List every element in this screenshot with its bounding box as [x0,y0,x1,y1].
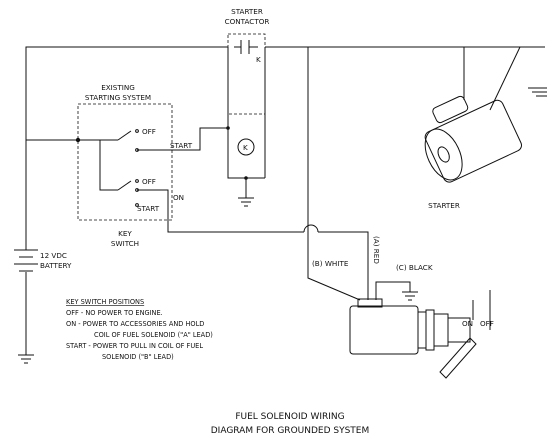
diagram-caption: DIAGRAM FOR GROUNDED SYSTEM [211,426,370,436]
note-line: SOLENOID ("B" LEAD) [102,353,174,361]
key-switch-label: SWITCH [111,239,139,248]
svg-text:BATTERY: BATTERY [40,261,72,270]
junction-dot [75,137,81,143]
contactor-coil-label: K [256,55,261,64]
wire-label-red: (A) RED [372,236,381,264]
notes-heading: KEY SWITCH POSITIONS [66,298,144,306]
switch-position-off: OFF [142,127,156,136]
wire-crossover [303,224,319,233]
starter-motor: STARTER [424,87,547,210]
existing-system-label: EXISTING [101,83,135,92]
junction-dot [226,126,230,130]
key-switch-label: KEY [118,229,132,238]
note-line: OFF - NO POWER TO ENGINE. [66,309,163,317]
key-switch-notes: KEY SWITCH POSITIONS OFF - NO POWER TO E… [66,298,213,361]
ground-symbol [238,197,254,207]
svg-text:K: K [243,143,248,152]
note-line: ON - POWER TO ACCESSORIES AND HOLD [66,320,204,328]
junction-dot [244,176,248,180]
diagram-caption: FUEL SOLENOID WIRING [235,412,344,422]
fuel-solenoid: ON OFF [349,290,494,379]
starter-contactor-label: CONTACTOR [225,17,270,26]
solenoid-off-label: OFF [480,319,494,328]
relay-coil: K [237,138,255,156]
existing-system-label: STARTING SYSTEM [85,93,151,102]
switch-position-on: ON [173,193,184,202]
note-line: COIL OF FUEL SOLENOID ("A" LEAD) [94,331,213,339]
starter-contactor-label: STARTER [231,7,263,16]
battery: 12 VDC BATTERY [14,249,72,272]
ground-symbol [18,354,34,364]
wire-label-white: (B) WHITE [312,259,349,268]
note-line: START - POWER TO PULL IN COIL OF FUEL [66,342,203,350]
starter-contactor: STARTER CONTACTOR K [225,7,270,115]
switch-position-off: OFF [142,177,156,186]
starter-label: STARTER [428,201,460,210]
svg-text:12 VDC: 12 VDC [40,251,67,260]
ground-symbol [402,291,418,301]
switch-position-start: START [170,141,193,150]
wire-label-black: (C) BLACK [396,263,433,272]
solenoid-on-label: ON [462,319,473,328]
switch-position-start: START [137,204,160,213]
key-switch: EXISTING STARTING SYSTEM OFF START OFF O… [77,83,193,248]
